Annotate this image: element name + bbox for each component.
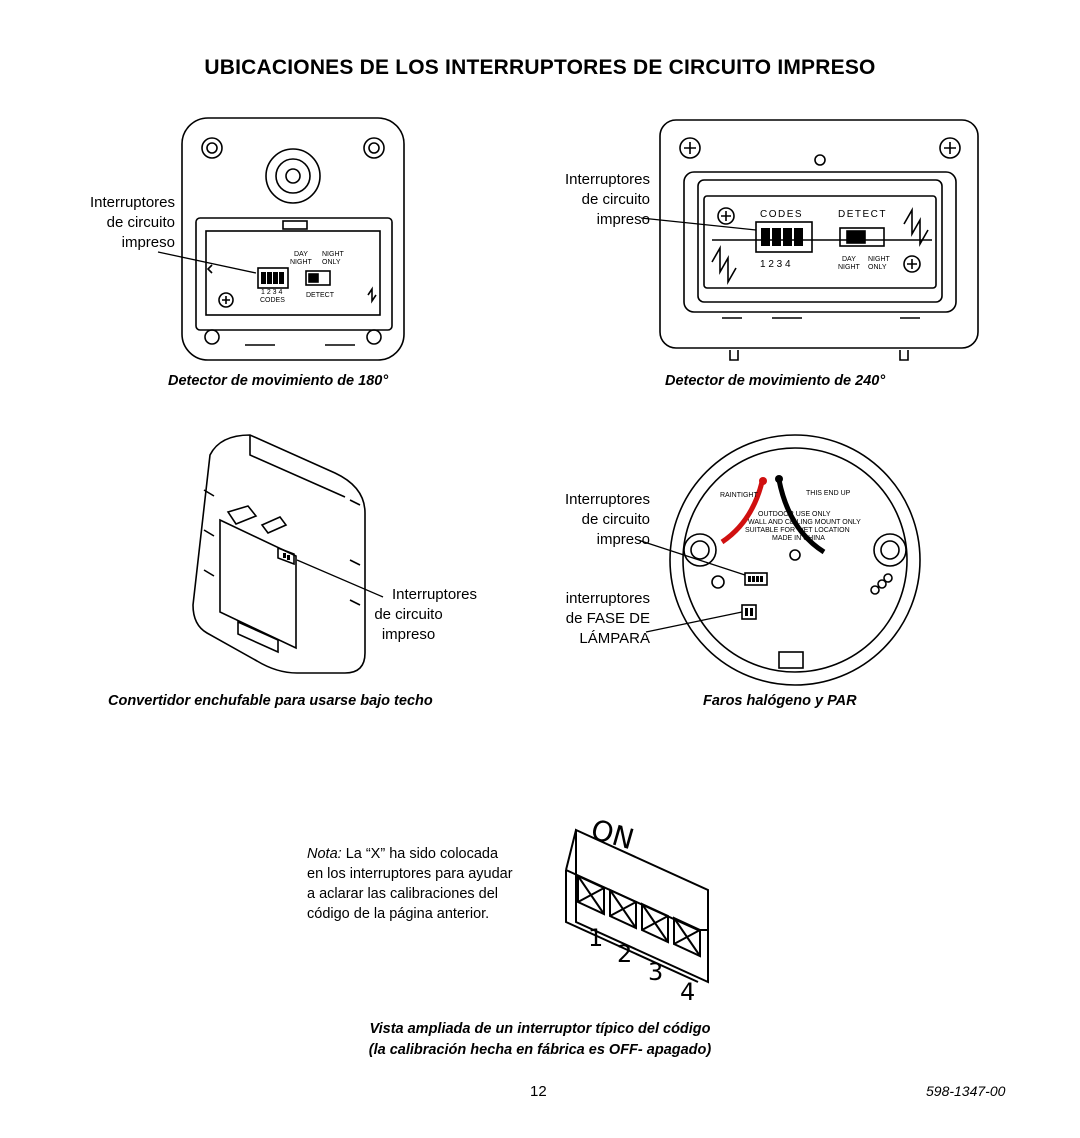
caption-plug: Convertidor enchufable para usarse bajo …	[108, 693, 433, 709]
outdoor-label: OUTDOOR USE ONLY	[758, 511, 831, 518]
codes-numbers: 1 2 3 4	[760, 259, 791, 270]
day-label: DAY	[842, 256, 856, 263]
caption-par: Faros halógeno y PAR	[703, 693, 857, 709]
suitable-label: SUITABLE FOR WET LOCATION	[745, 527, 850, 534]
mount-label: WALL AND CEILING MOUNT ONLY	[748, 519, 861, 526]
callout-line	[645, 611, 743, 633]
only-label: ONLY	[868, 264, 887, 271]
codes-label: CODES	[760, 209, 804, 220]
night-label-2: NIGHT	[290, 259, 312, 266]
detect-label: DETECT	[306, 292, 334, 299]
detail-caption-line-1: Vista ampliada de un interruptor típico …	[369, 1021, 711, 1037]
document-code: 598-1347-00	[926, 1083, 1006, 1099]
switch-number-2: 2	[617, 940, 633, 968]
day-label: DAY	[294, 251, 308, 258]
note-text: Nota: La “X” ha sido colocada en los int…	[307, 846, 513, 922]
night-label-2: NIGHT	[838, 264, 860, 271]
only-label: ONLY	[322, 259, 341, 266]
codes-label: CODES	[260, 297, 285, 304]
switch-number-3: 3	[648, 958, 664, 986]
page-number: 12	[530, 1083, 547, 1100]
caption-180: Detector de movimiento de 180°	[168, 373, 389, 389]
raintight-label: RAINTIGHT	[720, 492, 758, 499]
detect-label: DETECT	[838, 209, 887, 220]
callout-label-plug: Interruptores de circuito impreso	[374, 586, 477, 643]
made-label: MADE IN CHINA	[772, 535, 825, 542]
callout-line	[640, 217, 757, 231]
night-label: NIGHT	[322, 251, 344, 258]
night-label: NIGHT	[868, 256, 890, 263]
caption-240: Detector de movimiento de 240°	[665, 373, 886, 389]
callout-line	[157, 251, 257, 274]
page-title: UBICACIONES DE LOS INTERRUPTORES DE CIRC…	[204, 56, 876, 79]
switch-number-4: 4	[680, 978, 696, 1006]
callout-line	[637, 539, 746, 576]
switch-number-1: 1	[588, 924, 604, 952]
callout-line	[296, 559, 384, 598]
this-end-up-label: THIS END UP	[806, 490, 851, 497]
codes-numbers: 1 2 3 4	[261, 289, 283, 296]
detail-caption-line-2: (la calibración hecha en fábrica es OFF-…	[368, 1042, 712, 1058]
